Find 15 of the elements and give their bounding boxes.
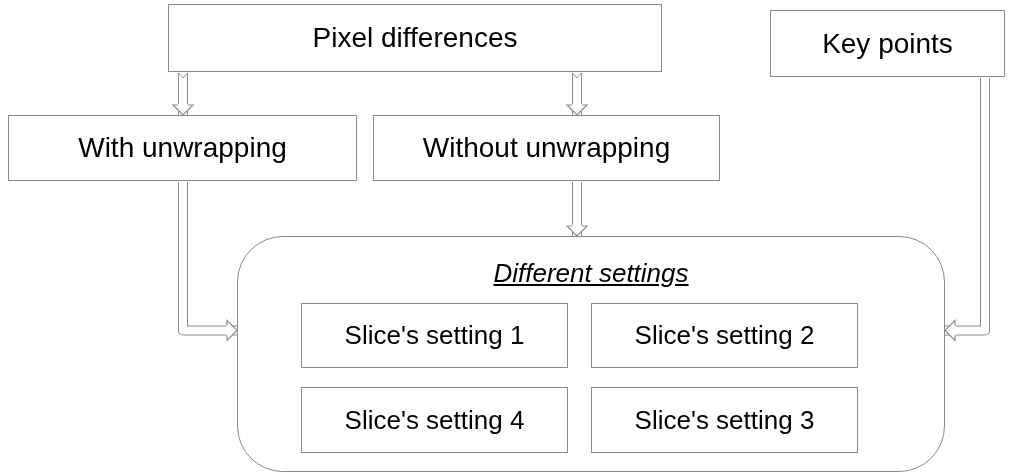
label-box: Without unwrapping [373,115,720,181]
hollow-arrow [178,182,238,342]
hollow-arrow [566,182,588,237]
group-panel [237,236,945,472]
hollow-arrow [566,72,588,116]
label-box: Slice's setting 3 [591,387,858,453]
label-box: With unwrapping [8,115,357,181]
label-box: Slice's setting 4 [301,387,568,453]
hollow-arrow [172,72,194,116]
group-heading: Different settings [492,257,690,289]
label-box: Key points [770,10,1005,77]
hollow-arrow [944,78,990,342]
label-box: Pixel differences [168,4,662,72]
label-box: Slice's setting 2 [591,303,858,368]
label-box: Slice's setting 1 [301,303,568,368]
